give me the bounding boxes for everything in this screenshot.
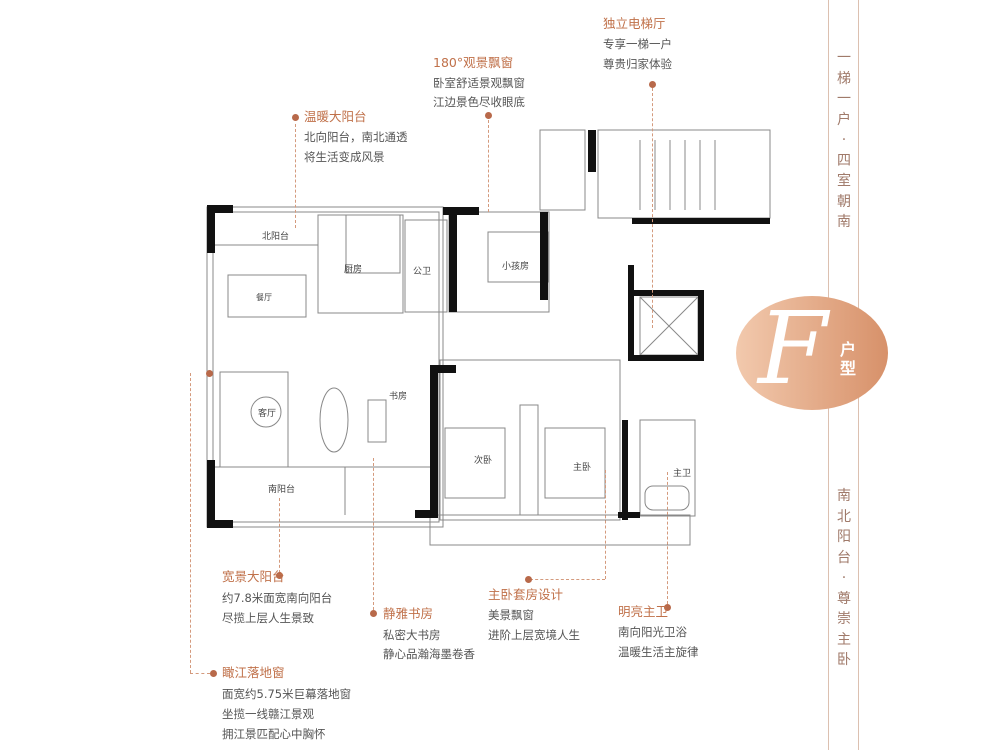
leader-line (190, 373, 191, 673)
callout-title-north-balcony: 温暖大阳台 (304, 109, 367, 124)
callout-title-south-balcony: 宽景大阳台 (222, 569, 285, 584)
callout-title-master-bath: 明亮主卫 (618, 604, 669, 619)
room-label-master-bedroom: 主卧 (573, 463, 592, 473)
callout-text: 美景飘窗 (488, 608, 534, 622)
side-slogan-top: 一梯一户·四室朝南 (837, 50, 851, 230)
callout-title-bay-window: 180°观景飘窗 (433, 55, 514, 70)
callout-text: 静心品瀚海墨卷香 (383, 647, 475, 661)
leader-line (488, 120, 489, 212)
callout-text: 私密大书房 (383, 628, 441, 642)
leader-line (652, 88, 653, 328)
room-label-dining: 餐厅 (256, 293, 272, 302)
leader-line (295, 124, 296, 228)
marker-dot (370, 610, 377, 617)
callout-text: 面宽约5.75米巨幕落地窗 (222, 687, 352, 701)
callout-text: 尽揽上层人生景致 (222, 611, 314, 625)
leader-line (605, 470, 606, 579)
callout-text: 拥江景匹配心中胸怀 (222, 727, 326, 741)
marker-dot (210, 670, 217, 677)
marker-dot (292, 114, 299, 121)
callout-title-floor-window: 瞰江落地窗 (222, 665, 285, 680)
room-label-kitchen: 厨房 (344, 265, 363, 275)
room-label-second-bedroom: 次卧 (474, 456, 493, 466)
room-label-public-bath: 公卫 (413, 267, 432, 277)
unit-type-letter: F (758, 290, 828, 407)
callout-title-elevator-hall: 独立电梯厅 (603, 16, 666, 31)
room-label-master-bath: 主卫 (673, 469, 692, 479)
callout-text: 南向阳光卫浴 (618, 625, 687, 639)
callout-text: 温暖生活主旋律 (618, 645, 699, 659)
marker-dot (276, 572, 283, 579)
room-label-kids-room: 小孩房 (502, 262, 530, 272)
marker-dot (664, 604, 671, 611)
leader-line (190, 673, 210, 674)
callout-text: 卧室舒适景观飘窗 (433, 76, 525, 90)
callout-text: 江边景色尽收眼底 (433, 95, 525, 109)
marker-dot (485, 112, 492, 119)
side-slogan-bottom: 南北阳台·尊崇主卧 (837, 488, 851, 668)
room-label-living: 客厅 (258, 409, 277, 419)
callout-text: 北向阳台，南北通透 (304, 130, 408, 144)
callout-text: 尊贵归家体验 (603, 57, 672, 71)
callout-text: 专享一梯一户 (603, 37, 672, 51)
leader-line (279, 498, 280, 573)
room-label-north-balcony: 北阳台 (262, 232, 290, 242)
callout-text: 进阶上层宽境人生 (488, 628, 580, 642)
room-label-south-balcony: 南阳台 (268, 485, 296, 495)
unit-type-badge: F 户型 (736, 292, 888, 410)
unit-type-text: 户型 (840, 340, 857, 378)
room-label-study: 书房 (389, 392, 408, 402)
callout-title-master-suite: 主卧套房设计 (488, 587, 564, 602)
leader-line (373, 458, 374, 610)
marker-dot (649, 81, 656, 88)
marker-dot (206, 370, 213, 377)
leader-line (530, 579, 605, 580)
callout-text: 约7.8米面宽南向阳台 (222, 591, 333, 605)
callout-title-study: 静雅书房 (383, 606, 434, 621)
leader-line (667, 472, 668, 604)
callout-text: 坐揽一线赣江景观 (222, 707, 314, 721)
marker-dot (525, 576, 532, 583)
callout-text: 将生活变成风景 (304, 150, 385, 164)
